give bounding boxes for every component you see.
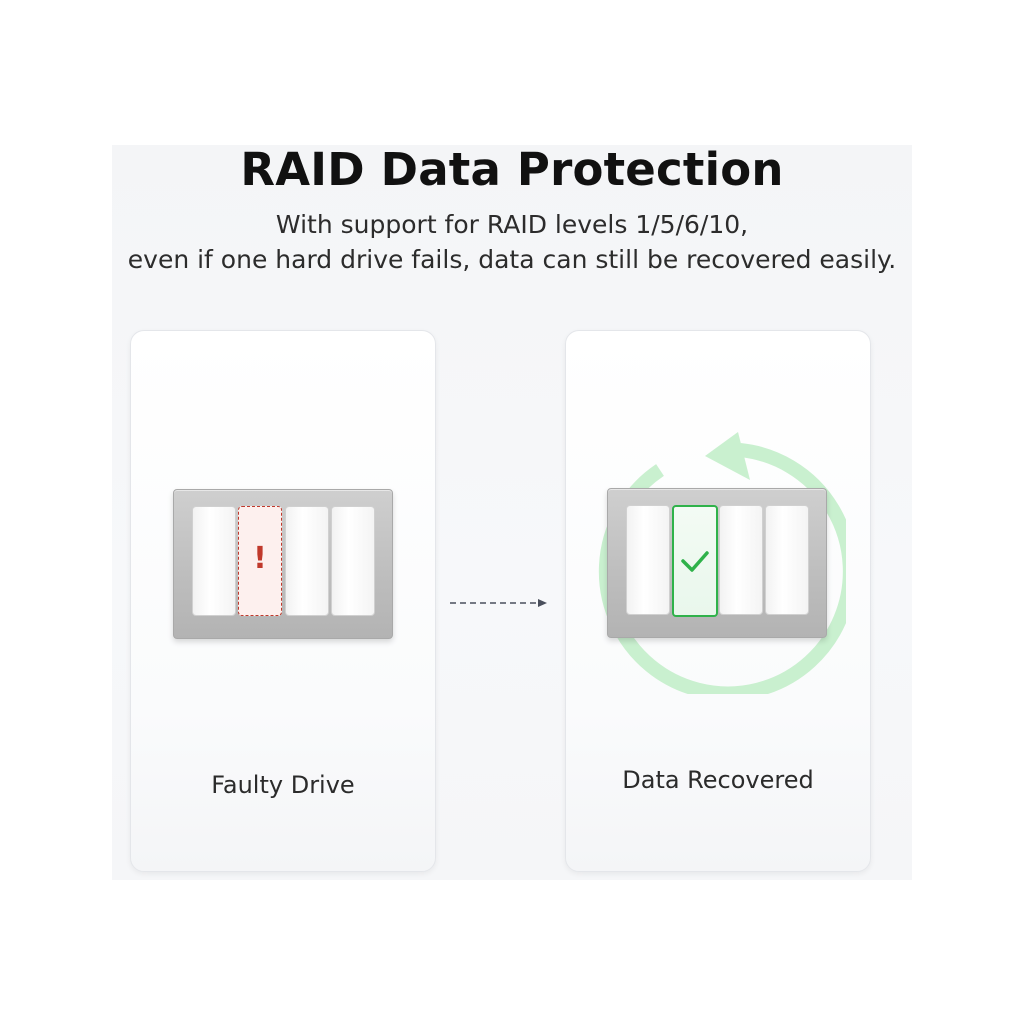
drive-bay-4 bbox=[331, 506, 375, 616]
page-title: RAID Data Protection bbox=[240, 143, 784, 196]
drive-bay-1 bbox=[626, 505, 670, 615]
dashed-arrow-icon bbox=[450, 599, 547, 607]
drive-bay-4 bbox=[765, 505, 809, 615]
drive-bay-recovered bbox=[672, 505, 718, 617]
checkmark-icon bbox=[681, 551, 709, 572]
exclamation-icon: ! bbox=[253, 541, 267, 576]
data-recovered-label: Data Recovered bbox=[622, 766, 814, 794]
subtitle-line-1: With support for RAID levels 1/5/6/10, bbox=[275, 210, 749, 239]
raid-enclosure-faulty: ! bbox=[173, 489, 393, 639]
drive-bay-faulty: ! bbox=[238, 506, 282, 616]
faulty-drive-label: Faulty Drive bbox=[211, 771, 355, 799]
drive-bay-1 bbox=[192, 506, 236, 616]
subtitle-line-2: even if one hard drive fails, data can s… bbox=[127, 245, 897, 274]
drive-bay-3 bbox=[285, 506, 329, 616]
faulty-drive-card: ! Faulty Drive bbox=[130, 330, 436, 872]
drive-bay-3 bbox=[719, 505, 763, 615]
raid-enclosure-recovered bbox=[607, 488, 827, 638]
recovery-cycle-icon bbox=[598, 432, 846, 694]
